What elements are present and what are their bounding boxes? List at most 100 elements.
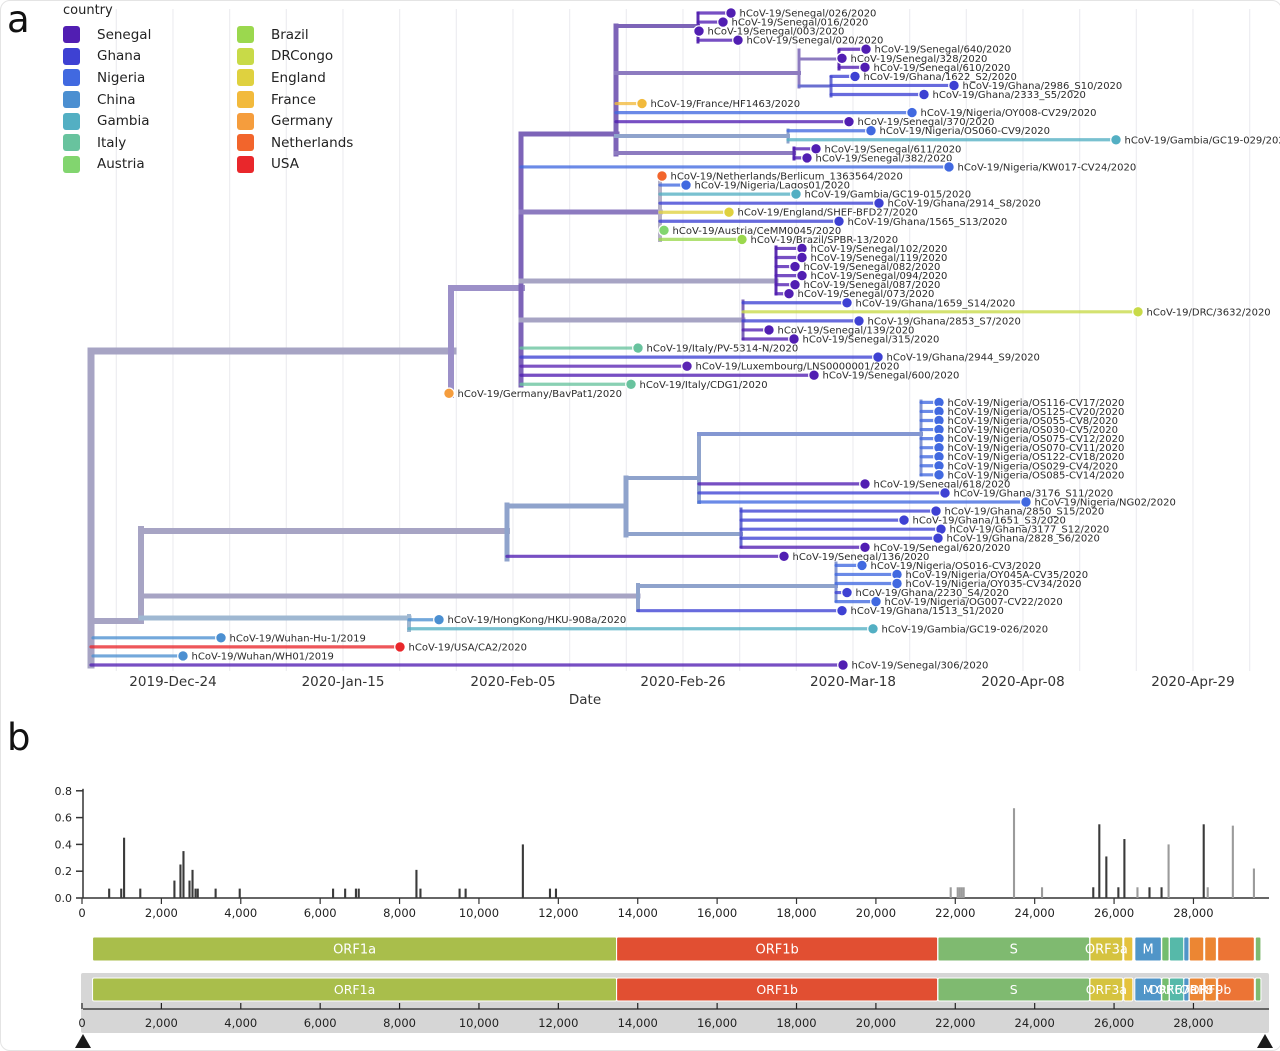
x-tick-label: 16,000: [697, 906, 737, 920]
x-tick-label: 12,000: [538, 906, 578, 920]
tip-dot: [733, 35, 744, 46]
zoom-tick-label: 18,000: [776, 1016, 816, 1030]
legend-swatch: [63, 91, 80, 108]
tip-label: hCoV-19/Ghana/1513_S1/2020: [851, 606, 1004, 617]
x-tick-label: 0: [78, 906, 85, 920]
x-tick-label: 18,000: [776, 906, 816, 920]
date-axis-title: Date: [569, 692, 601, 708]
zoom-tick-label: 12,000: [538, 1016, 578, 1030]
tip-label: hCoV-19/USA/CA2/2020: [409, 642, 527, 653]
legend-swatch: [63, 156, 80, 173]
legend-item-label: DRCongo: [271, 48, 333, 64]
tip-label: hCoV-19/France/HF1463/2020: [651, 99, 801, 110]
legend-swatch: [237, 26, 254, 43]
gene-segment-n: [1218, 937, 1255, 961]
date-tick-label: 2019-Dec-24: [129, 674, 216, 690]
tip-dot: [216, 633, 227, 644]
tip-dot: [857, 560, 868, 571]
tip-dot: [868, 623, 879, 634]
tip-dot: [633, 343, 644, 354]
tip-label: hCoV-19/DRC/3632/2020: [1147, 307, 1271, 318]
legend-swatch: [63, 113, 80, 130]
legend-swatch: [237, 156, 254, 173]
legend-item-senegal: Senegal: [63, 24, 151, 46]
y-tick-label: 0.2: [55, 865, 73, 878]
tip-dot: [657, 171, 668, 182]
zoom-tick-label: 0: [78, 1016, 85, 1030]
tip-dot: [860, 479, 871, 490]
tip-dot: [919, 89, 930, 100]
entropy-bar: [1092, 887, 1094, 898]
zoom-tick-label: 16,000: [697, 1016, 737, 1030]
tip-label: hCoV-19/Senegal/382/2020: [816, 153, 953, 164]
x-tick-label: 4,000: [224, 906, 257, 920]
tip-label: hCoV-19/Wuhan-Hu-1/2019: [230, 633, 366, 644]
zoom-tick-label: 4,000: [224, 1016, 257, 1030]
entropy-bar: [1136, 887, 1138, 898]
tip-dot: [659, 225, 670, 236]
range-handle-right[interactable]: [1257, 1034, 1273, 1048]
y-tick-label: 0.8: [55, 785, 73, 798]
legend-swatch: [237, 113, 254, 130]
tip-dot: [434, 614, 445, 625]
zoom-tick-label: 6,000: [304, 1016, 337, 1030]
tip-dot: [866, 125, 877, 136]
tip-label: hCoV-19/Gambia/GC19-029/2020: [1125, 135, 1280, 146]
tip-dot: [724, 207, 735, 218]
tip-dot: [681, 180, 692, 191]
tip-dot: [802, 153, 813, 164]
legend-item-italy: Italy: [63, 132, 151, 154]
legend-item-drcongo: DRCongo: [237, 46, 353, 68]
legend-item-label: USA: [271, 156, 299, 172]
gene-label: ORF1b: [755, 943, 798, 958]
entropy-bar: [419, 889, 421, 898]
legend-item-label: Austria: [97, 156, 145, 172]
entropy-bar: [1207, 887, 1209, 898]
tip-dot: [694, 26, 705, 37]
entropy-bar: [108, 889, 110, 898]
range-handle-left[interactable]: [75, 1034, 91, 1048]
entropy-bar: [344, 889, 346, 898]
legend-item-label: Germany: [271, 113, 333, 129]
x-tick-label: 6,000: [304, 906, 337, 920]
x-tick-label: 22,000: [935, 906, 975, 920]
entropy-bar: [239, 889, 241, 898]
entropy-bar: [139, 889, 141, 898]
entropy-bar: [522, 844, 524, 898]
date-tick-label: 2020-Feb-26: [640, 674, 725, 690]
gene-segment-orf6: [1162, 937, 1169, 961]
tip-label: hCoV-19/Wuhan/WH01/2019: [192, 651, 334, 662]
tip-dot: [682, 361, 693, 372]
y-tick-label: 0.0: [55, 892, 73, 905]
tip-dot: [809, 370, 820, 381]
entropy-bar: [1123, 839, 1125, 898]
gene-label: ORF3a: [1085, 943, 1128, 958]
date-tick-label: 2020-Apr-29: [1151, 674, 1234, 690]
zoom-tick-label: 10,000: [459, 1016, 499, 1030]
date-tick-label: 2020-Mar-18: [810, 674, 896, 690]
entropy-bar: [182, 851, 184, 898]
entropy-bar: [963, 887, 965, 898]
gene-label2: ORF9b: [1190, 982, 1232, 997]
tip-dot: [790, 261, 801, 272]
tip-label: hCoV-19/Gambia/GC19-026/2020: [882, 624, 1049, 635]
date-tick-label: 2020-Apr-08: [981, 674, 1064, 690]
tip-dot: [844, 116, 855, 127]
entropy-bar: [415, 870, 417, 898]
entropy-bar: [1117, 887, 1119, 898]
tip-dot: [842, 587, 853, 598]
entropy-bar: [961, 887, 963, 898]
tip-dot: [837, 53, 848, 64]
gene-segment-orf8: [1189, 937, 1203, 961]
entropy-bar: [1232, 826, 1234, 898]
entropy-bar: [1041, 887, 1043, 898]
legend-item-china: China: [63, 89, 151, 111]
y-tick-label: 0.6: [55, 812, 73, 825]
legend-item-netherlands: Netherlands: [237, 132, 353, 154]
tip-label: hCoV-19/Italy/PV-5314-N/2020: [647, 344, 799, 355]
entropy-bar: [465, 889, 467, 898]
tip-dot: [637, 98, 648, 109]
tip-label: hCoV-19/Nigeria/OS060-CV9/2020: [880, 126, 1050, 137]
